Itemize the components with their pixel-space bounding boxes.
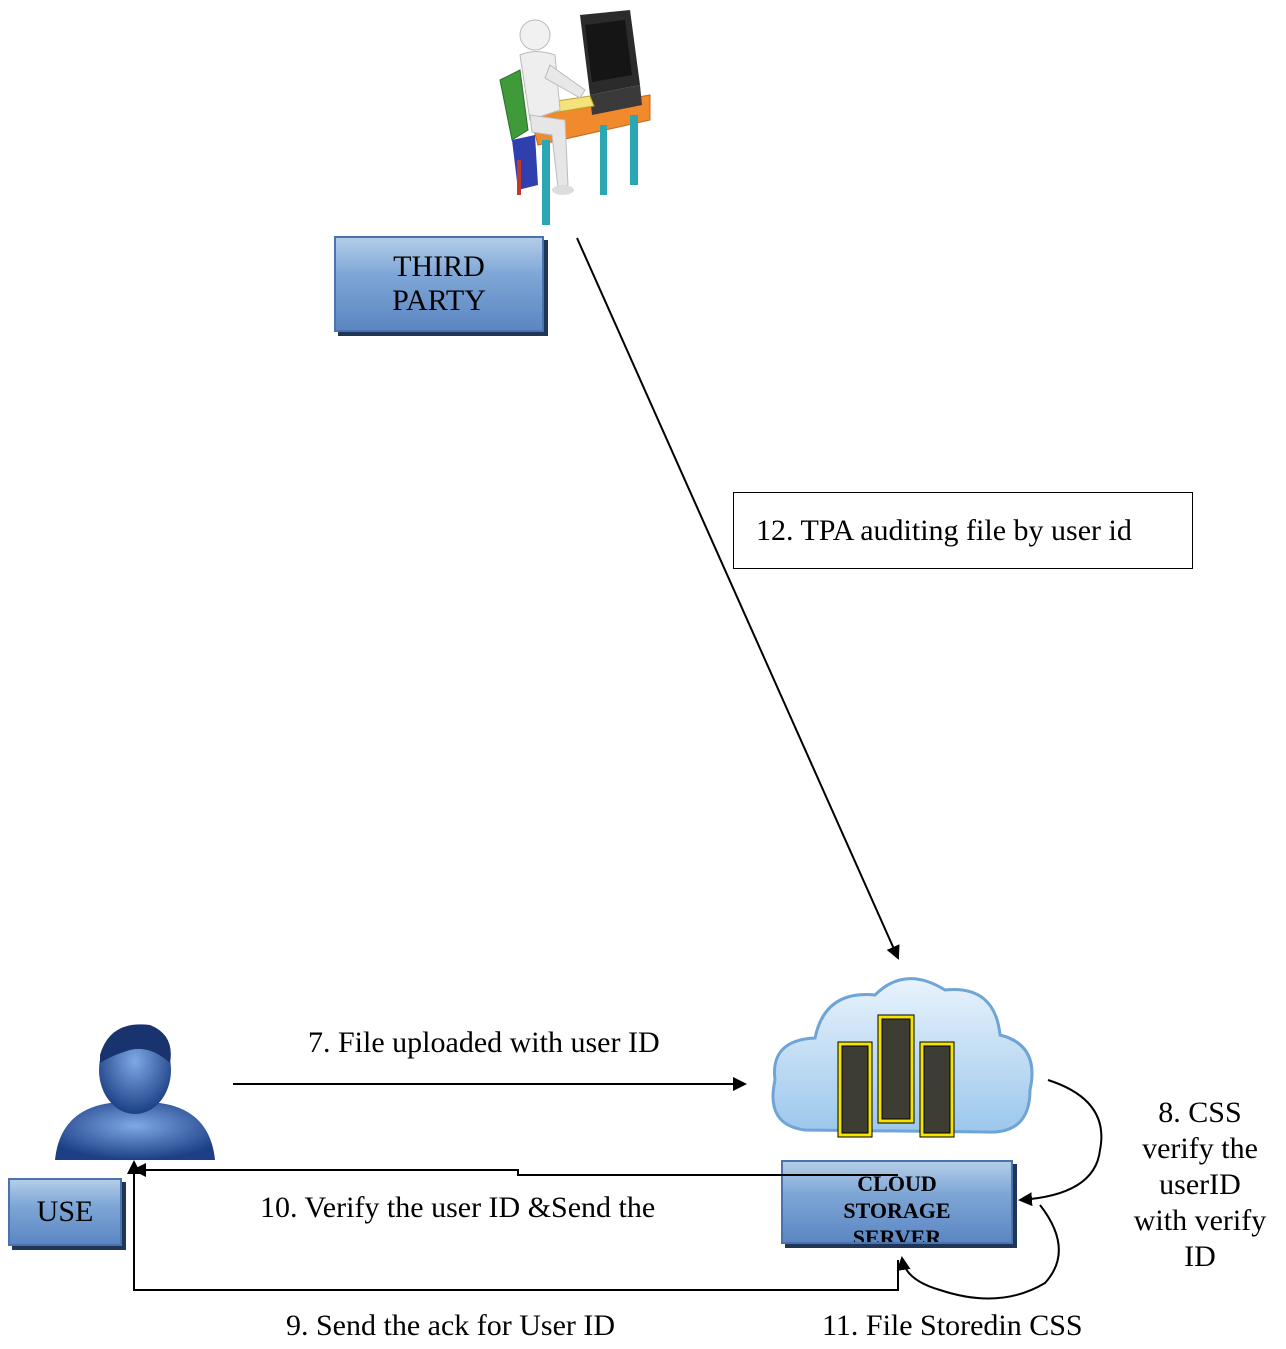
step8-line3: userID (1159, 1168, 1241, 1201)
third-party-label-line1: THIRD (393, 250, 485, 283)
user-label: USE (36, 1195, 94, 1228)
arrow-step8 (1018, 1079, 1103, 1207)
step7-label: 7. File uploaded with user ID (308, 1026, 660, 1059)
step9-label: 9. Send the ack for User ID (286, 1309, 616, 1342)
person-at-computer-icon (499, 10, 651, 225)
arrow-step12 (576, 237, 900, 960)
cloud-label-line2: STORAGE (843, 1198, 951, 1223)
arrow-step10 (132, 1163, 898, 1177)
cloud-servers-icon (771, 977, 1034, 1138)
user-box: USE (8, 1178, 122, 1246)
step8-line5: ID (1184, 1240, 1216, 1273)
third-party-label-line2: PARTY (392, 284, 486, 317)
third-party-box: THIRD PARTY (334, 236, 544, 332)
arrow-step9 (127, 1160, 899, 1291)
arrow-step11 (896, 1204, 1060, 1300)
step11-label: 11. File Storedin CSS (822, 1309, 1083, 1342)
step8-line1: 8. CSS (1158, 1096, 1242, 1129)
step8-line4: with verify (1133, 1204, 1267, 1237)
user-avatar-icon (55, 1024, 215, 1160)
step8-label: 8. CSS verify the userID with verify ID (1120, 1095, 1280, 1275)
step10-label: 10. Verify the user ID &Send the (260, 1191, 656, 1224)
step12-label: 12. TPA auditing file by user id (756, 513, 1132, 547)
cloud-label-line3: SERVER (852, 1225, 942, 1244)
step12-note: 12. TPA auditing file by user id (733, 492, 1193, 569)
step8-line2: verify the (1142, 1132, 1258, 1165)
